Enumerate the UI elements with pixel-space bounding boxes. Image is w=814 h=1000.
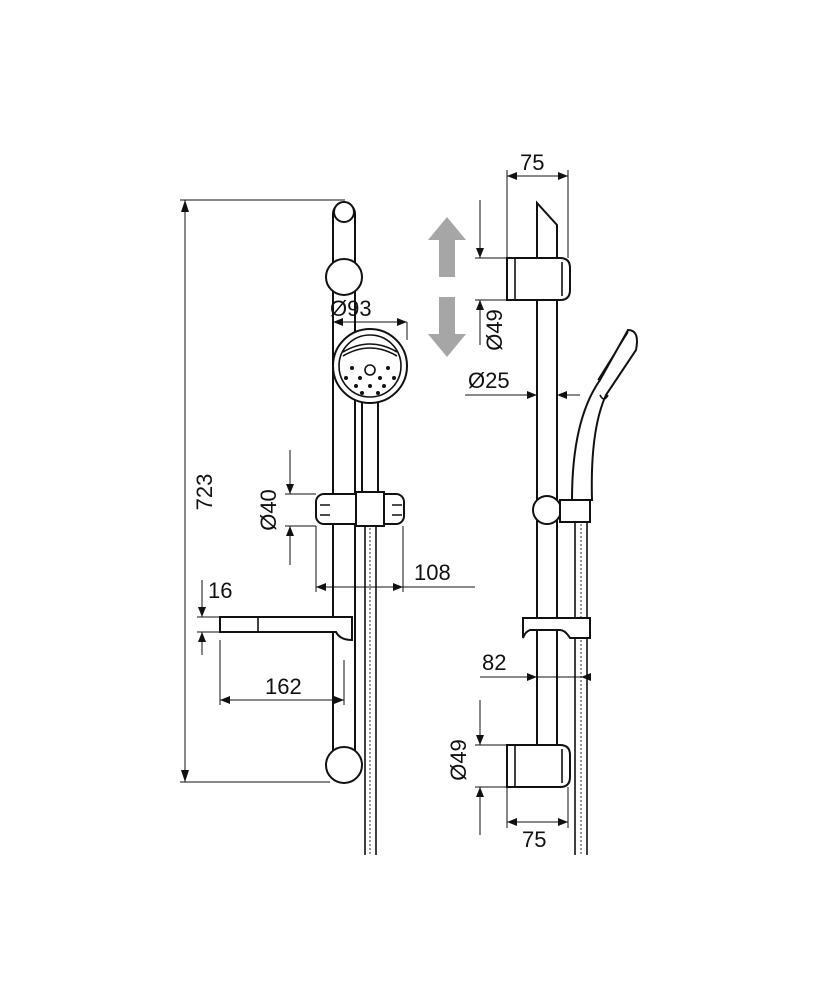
dim-top-bracket-width: 75 (520, 150, 544, 175)
dim-holder-offset: 108 (414, 560, 451, 585)
holder-side (532, 495, 591, 525)
arrow-down-icon (428, 297, 466, 357)
dish-clamp-side (522, 617, 591, 639)
holder-front (315, 491, 405, 527)
soap-dish (219, 616, 353, 642)
dim-dish-thickness: 16 (208, 578, 232, 603)
hose-front (364, 520, 377, 855)
hose-side (574, 520, 588, 855)
dim-bottom-bracket-width: 75 (522, 827, 546, 852)
dim-bottom-bracket-diameter: Ø49 (446, 739, 471, 781)
dim-top-bracket-diameter: Ø49 (482, 309, 507, 351)
top-bracket-front (325, 258, 363, 296)
dim-total-height: 723 (192, 474, 217, 511)
top-bracket-side (506, 257, 571, 301)
dim-holder-diameter: Ø40 (256, 489, 281, 531)
front-view: 723 Ø93 Ø40 108 16 162 (180, 199, 475, 855)
hand-shower-side (570, 328, 638, 501)
side-view: 75 Ø49 Ø25 82 Ø49 75 (446, 150, 638, 855)
dim-head-diameter: Ø93 (330, 296, 372, 321)
dim-dish-depth: 162 (265, 674, 302, 699)
bottom-bracket-side (506, 744, 571, 788)
bottom-bracket-front (325, 746, 363, 784)
hand-shower-front (332, 328, 408, 506)
arrow-up-icon (428, 217, 466, 277)
top-cap (333, 201, 355, 223)
dim-rail-diameter: Ø25 (468, 368, 510, 393)
dim-hose-offset: 82 (482, 650, 506, 675)
